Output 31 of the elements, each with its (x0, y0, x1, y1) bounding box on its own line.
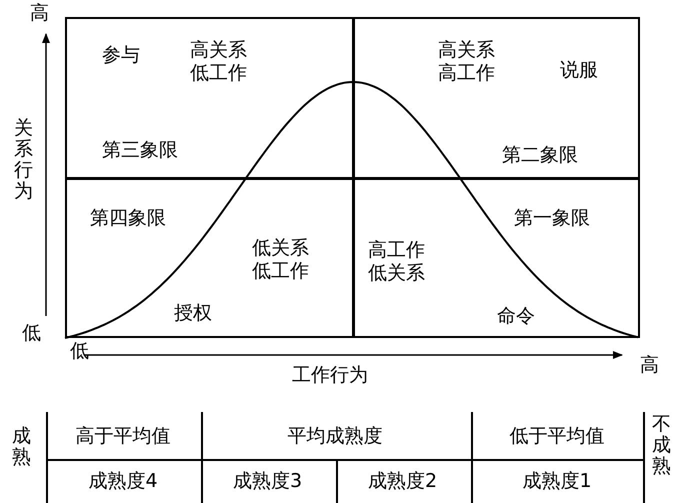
table-cell-text: 成熟度4 (88, 469, 158, 494)
style-label: 说服 (560, 59, 598, 82)
quadrant-box (353, 178, 640, 338)
quadrant-label: 第三象限 (102, 139, 178, 162)
behavior-label: 高工作低关系 (368, 239, 426, 285)
quadrant-label: 第二象限 (502, 144, 578, 167)
style-label: 参与 (102, 44, 140, 67)
axis-label: 低 (70, 340, 89, 363)
table-cell-text: 平均成熟度 (288, 424, 382, 449)
quadrant-box (353, 17, 640, 179)
table-cell-text: 成熟度2 (368, 469, 438, 494)
style-label: 授权 (174, 302, 212, 325)
style-label: 命令 (497, 305, 535, 328)
table-cell-text: 低于平均值 (510, 424, 604, 449)
table-cell-text: 成熟度3 (232, 469, 302, 494)
table-cell-text: 高于平均值 (76, 424, 170, 449)
quadrant-box (65, 178, 354, 338)
axis-title: 工作行为 (292, 364, 368, 387)
quadrant-label: 第四象限 (90, 207, 166, 230)
axis-label: 高 (30, 2, 49, 25)
behavior-label: 高关系高工作 (438, 39, 496, 85)
axis-label: 高 (640, 354, 659, 377)
axis-label: 低 (22, 322, 41, 345)
behavior-label: 高关系低工作 (190, 39, 248, 85)
behavior-label: 低关系低工作 (252, 237, 310, 283)
table-cell-text: 成熟度1 (522, 469, 592, 494)
row-title: 成熟 (12, 426, 31, 468)
quadrant-label: 第一象限 (514, 207, 590, 230)
row-title: 不成熟 (652, 414, 671, 477)
axis-title: 关系行为 (14, 118, 33, 202)
quadrant-box (65, 17, 354, 179)
